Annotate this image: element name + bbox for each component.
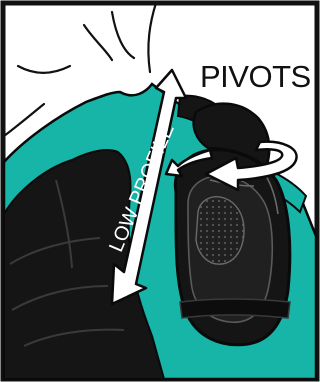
arm-pad-dot-zone <box>196 197 244 264</box>
arm-band <box>180 299 290 318</box>
pivots-label: PIVOTS <box>200 60 311 94</box>
